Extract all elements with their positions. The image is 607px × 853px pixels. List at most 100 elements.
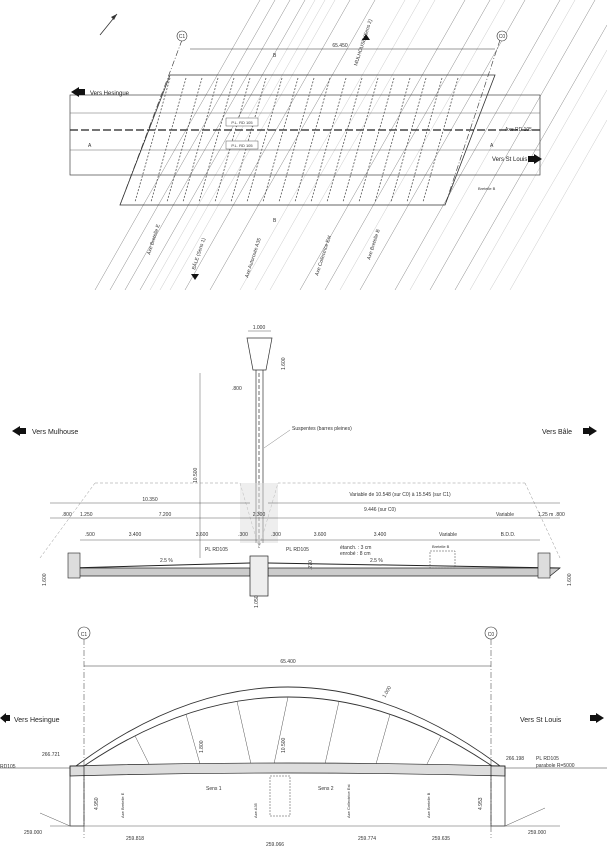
- road-label-mulhouse: MULHOUSE (Sens 2): [353, 18, 374, 66]
- axis-c0-label: C0: [488, 632, 495, 638]
- arch: [75, 686, 501, 767]
- arrow-left-icon: [71, 87, 79, 97]
- cross-beam: [390, 77, 427, 203]
- dim-left-3: 2.300: [253, 512, 266, 518]
- arrow-right-icon: [589, 426, 597, 436]
- plan-span: 65.450: [332, 43, 348, 49]
- cross-beam: [294, 77, 331, 203]
- cross-beam: [198, 77, 235, 203]
- arrow-left-icon: [0, 713, 6, 723]
- enrobe: enrobé : 8 cm: [340, 551, 371, 557]
- dim-left-2: 7.200: [159, 512, 172, 518]
- sub-right-1: 3.400: [374, 532, 387, 538]
- sub-left-2: 3.600: [196, 532, 209, 538]
- h-left: 4.950: [94, 797, 100, 810]
- level-right: 266.198: [506, 756, 524, 762]
- cross-beam: [230, 77, 267, 203]
- plan-left-direction: Vers Hesingue: [90, 91, 130, 97]
- plan-right-direction: Vers St Louis: [492, 157, 527, 163]
- elevation-left-direction: Vers Hesingue: [14, 717, 60, 724]
- bretelle-label: Bretelle B: [432, 544, 450, 549]
- hanger: [134, 735, 150, 765]
- section-drawing: 1.000 1.600 .800 10.500 Suspentes (barre…: [12, 325, 597, 608]
- slope-right: 2.5 %: [370, 558, 383, 564]
- cross-beam: [406, 77, 443, 203]
- pl-right: PL RD105: [536, 756, 559, 762]
- road-label-collectrice: Axe Collectrice Est: [314, 234, 333, 276]
- variable-note: Variable de 10.548 (sur C0) à 15.545 (su…: [349, 492, 451, 498]
- cross-beam: [182, 77, 219, 203]
- sub-left-0: .500: [85, 532, 95, 538]
- sub-mid-1: .300: [271, 532, 281, 538]
- section-mark-a-left: A: [88, 143, 92, 149]
- sub-mid-0: .300: [238, 532, 248, 538]
- dim-left-1: 1.250: [80, 512, 93, 518]
- cross-beam: [134, 77, 171, 203]
- cross-beam: [262, 77, 299, 203]
- section-mark-b-top: B: [273, 53, 277, 59]
- arch-rise: 10.500: [281, 737, 287, 753]
- dim-right-0: Variable: [496, 512, 514, 518]
- diagonal-roads: [94, 0, 607, 290]
- pl-left: PL RD105: [205, 547, 228, 553]
- road-label-a35: Axe Autoroute A35: [244, 237, 263, 278]
- section-mark-b-bottom: B: [273, 218, 277, 224]
- section-mark-a-right: A: [490, 143, 494, 149]
- arrow-right-icon: [596, 713, 604, 723]
- parabole: parabole R=5000: [536, 763, 575, 769]
- slope-left: 2.5 %: [160, 558, 173, 564]
- sub-left-1: 3.400: [129, 532, 142, 538]
- cross-beam: [150, 77, 187, 203]
- mast-depth: 1.600: [281, 357, 287, 370]
- axis-c1-label: C1: [179, 34, 186, 40]
- axis-label-1: Axe A35: [253, 802, 258, 818]
- axis-label-0: Axe Bretelle E: [120, 792, 125, 818]
- road-label-rd105: Axe RD 105: [505, 127, 532, 133]
- cross-beam: [358, 77, 395, 203]
- cross-beam: [310, 77, 347, 203]
- cross-beam: [342, 77, 379, 203]
- dim-right-1: 1.25 m: [538, 512, 553, 518]
- axis-c0-label: C0: [499, 34, 506, 40]
- cross-beam: [246, 77, 283, 203]
- arrow-right-icon: [534, 154, 542, 164]
- cross-beam: [166, 77, 203, 203]
- mast-top-width: 1.000: [253, 325, 266, 331]
- cross-beam: [374, 77, 411, 203]
- cross-section-view: 1.000 1.600 .800 10.500 Suspentes (barre…: [0, 318, 607, 608]
- elevation-drawing: C1 C0 65.400 1.000 10.500 1.800 Vers Hes…: [0, 626, 607, 848]
- sub-right-0: 3.600: [314, 532, 327, 538]
- level-b: 259.066: [266, 842, 284, 848]
- depth-right: 1.600: [567, 573, 573, 586]
- cross-beams: [134, 77, 459, 203]
- pl-top-label: P.L. RD 105: [231, 120, 253, 125]
- rd-left: RD105: [0, 764, 16, 770]
- level-c: 259.774: [358, 836, 376, 842]
- section-left-direction: Vers Mulhouse: [32, 429, 78, 436]
- ground-left: 259.000: [24, 830, 42, 836]
- elevation-view: C1 C0 65.400 1.000 10.500 1.800 Vers Hes…: [0, 618, 607, 853]
- mast-offset: .800: [232, 386, 242, 392]
- section-left-total: 10.350: [142, 497, 158, 503]
- north-arrow-icon: [99, 13, 118, 36]
- cross-beam: [422, 77, 459, 203]
- road-label-bretelle-e: Axe Bretelle E: [146, 223, 162, 256]
- sub-right-2: Variable: [439, 532, 457, 538]
- depth-left: 1.600: [42, 573, 48, 586]
- hanger: [236, 701, 252, 765]
- hanger: [375, 714, 391, 765]
- level-a: 259.818: [126, 836, 144, 842]
- plan-drawing: C1 C0 65.450 B B A A P.L. RD 105 P.L. RD…: [69, 0, 607, 290]
- section-height: 10.500: [193, 467, 199, 483]
- plan-view: C1 C0 65.450 B B A A P.L. RD 105 P.L. RD…: [0, 0, 607, 290]
- depth-mid: 1.050: [254, 595, 260, 608]
- level-left: 266.721: [42, 752, 60, 758]
- arrow-left-icon: [12, 426, 20, 436]
- hanger: [273, 696, 289, 765]
- hangers: [134, 696, 442, 765]
- hanger: [324, 701, 340, 765]
- hanger: [185, 714, 201, 765]
- axis-label-3: Axe Bretelle B: [426, 792, 431, 818]
- sens-2: Sens 2: [318, 786, 334, 792]
- dim-right-2: .800: [555, 512, 565, 518]
